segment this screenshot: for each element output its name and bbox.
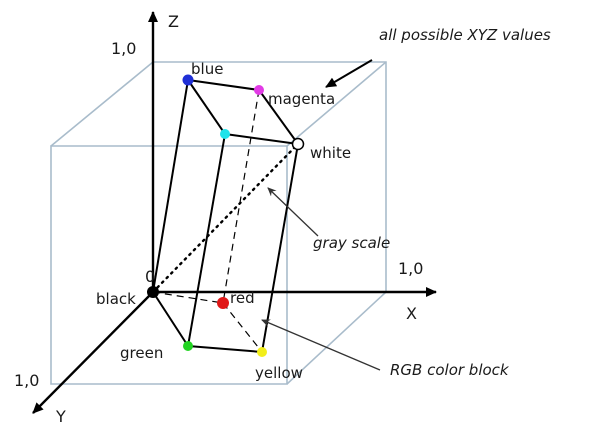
corner-cyan xyxy=(220,129,230,139)
rgb-block-arrow xyxy=(261,319,381,371)
xyz-cube xyxy=(50,61,387,385)
corner-magenta xyxy=(254,85,264,95)
block-edge-black-blue xyxy=(152,79,189,293)
corner-points xyxy=(147,74,305,357)
label-green: green xyxy=(120,344,163,362)
label-black: black xyxy=(96,290,136,308)
block-hidden-edge-red-yellow xyxy=(222,302,263,353)
rgb-color-block xyxy=(152,79,299,353)
corner-red xyxy=(217,297,229,309)
rgb-block-note: RGB color block xyxy=(390,361,510,379)
corner-green xyxy=(183,341,193,351)
axis-labels: Z X Y 0 1,0 1,0 1,0 xyxy=(14,12,423,426)
annotations: all possible XYZ values gray scale RGB c… xyxy=(313,26,551,379)
origin-label: 0 xyxy=(145,267,155,286)
x-tick-label: 1,0 xyxy=(398,259,423,278)
block-edge-cyan-white xyxy=(224,133,299,145)
block-edge-white-yellow xyxy=(261,143,299,353)
z-tick-label: 1,0 xyxy=(111,39,136,58)
block-edge-blue-magenta xyxy=(187,79,260,91)
corner-blue xyxy=(182,74,194,86)
block-edge-blue-cyan xyxy=(187,79,226,135)
gray-scale-arrow xyxy=(267,187,319,237)
y-tick-label: 1,0 xyxy=(14,371,39,390)
block-edge-cyan-green xyxy=(187,133,226,347)
label-red: red xyxy=(230,289,255,307)
xyz-values-arrow xyxy=(325,59,373,88)
axes xyxy=(32,11,437,414)
xyz-cube-edge xyxy=(50,61,154,147)
gray-scale-diagonal xyxy=(151,142,300,294)
annotation-arrows xyxy=(261,59,381,371)
label-blue: blue xyxy=(191,60,223,78)
label-yellow: yellow xyxy=(255,364,303,382)
xyz-values-note: all possible XYZ values xyxy=(379,26,551,44)
block-hidden-edge-black-red xyxy=(152,291,224,304)
corner-labels: blue magenta white black red green yello… xyxy=(96,60,351,382)
z-axis-label: Z xyxy=(168,12,179,31)
x-axis-label: X xyxy=(406,304,417,323)
label-magenta: magenta xyxy=(268,90,335,108)
gray-scale-note: gray scale xyxy=(313,234,390,252)
y-axis xyxy=(32,291,154,414)
block-edge-black-green xyxy=(152,291,189,347)
corner-white xyxy=(291,137,305,151)
corner-black xyxy=(147,286,159,298)
block-edge-magenta-white xyxy=(258,89,299,145)
xyz-cube-edge xyxy=(286,291,387,385)
y-axis-label: Y xyxy=(55,407,66,426)
xyz-cube-edge xyxy=(286,61,387,147)
block-edge-green-yellow xyxy=(187,345,263,353)
corner-yellow xyxy=(257,347,267,357)
block-hidden-edge-magenta-red xyxy=(222,89,260,304)
label-white: white xyxy=(310,144,351,162)
xyz-cube-front-face xyxy=(50,145,288,385)
